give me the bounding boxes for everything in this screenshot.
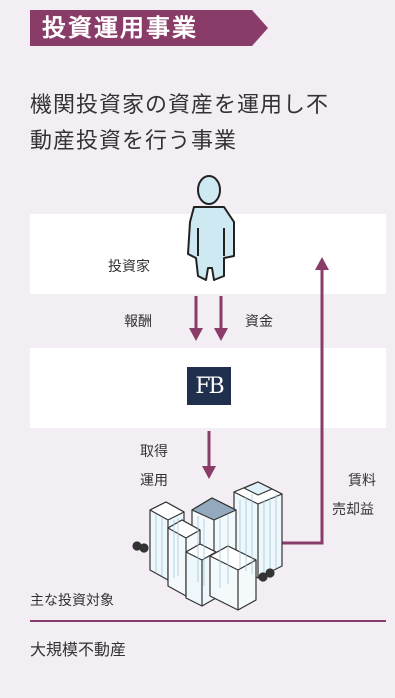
targets-value: 大規模不動産: [30, 640, 127, 659]
acquire-arrow: [202, 431, 216, 479]
header-tab-shape: [30, 10, 268, 46]
rent-label: 賃料: [348, 473, 376, 489]
business-description: 機関投資家の資産を運用し不 動産投資を行う事業: [30, 88, 380, 160]
investor-person-icon: [187, 175, 235, 281]
sale-gain-label: 売却益: [332, 502, 374, 518]
fee-label: 報酬: [124, 314, 152, 330]
investor-label: 投資家: [108, 259, 150, 275]
targets-divider: [30, 620, 386, 622]
section-header: 投資運用事業: [30, 10, 268, 46]
section-title: 投資運用事業: [42, 14, 198, 42]
operate-label: 運用: [140, 473, 168, 489]
buildings-icon: [132, 481, 283, 611]
fee-arrow: [189, 296, 203, 341]
capital-label: 資金: [245, 314, 273, 330]
targets-heading: 主な投資対象: [30, 593, 114, 609]
return-arrow: [282, 257, 329, 545]
capital-arrow: [214, 296, 228, 341]
acquire-label: 取得: [140, 444, 168, 460]
description-line-1: 機関投資家の資産を運用し不: [30, 93, 330, 118]
description-line-2: 動産投資を行う事業: [30, 129, 238, 154]
company-logo: FB: [187, 367, 231, 405]
